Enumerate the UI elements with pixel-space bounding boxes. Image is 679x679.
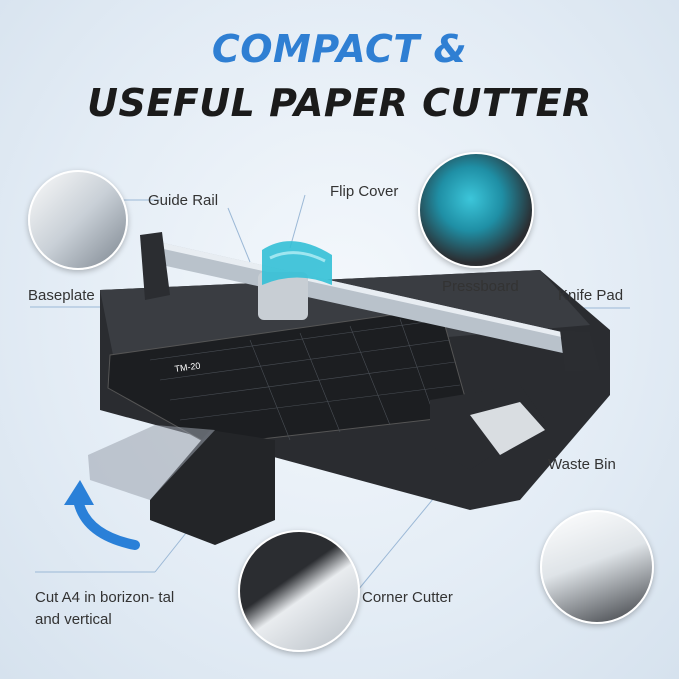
headline-line-2: USEFUL PAPER CUTTER: [87, 81, 592, 125]
detail-circle-waste-bin: [540, 510, 654, 624]
label-flip-cover: Flip Cover: [330, 183, 399, 200]
detail-circle-corner-cutter: [238, 530, 360, 652]
detail-circle-guide-rail: [28, 170, 128, 270]
label-baseplate: Baseplate: [28, 287, 95, 304]
curved-arrow-icon: [64, 480, 140, 550]
label-guide-rail: Guide Rail: [148, 192, 219, 209]
label-knife-pad: Knife Pad: [558, 287, 624, 304]
headline-line-1: COMPACT &: [211, 27, 468, 71]
label-corner-cutter: Corner Cutter: [362, 589, 453, 606]
label-waste-bin: Waste Bin: [548, 456, 616, 473]
flip-cover: [258, 241, 332, 320]
label-cut-a4: Cut A4 in borizon- tal and vertical: [35, 589, 175, 628]
guide-rail: [140, 232, 600, 372]
extension-arm: [88, 425, 275, 545]
board-marking: TM-20: [174, 360, 201, 374]
label-pressboard: Pressboard: [442, 278, 519, 295]
corner-cutter-block: [430, 385, 545, 470]
detail-circle-flip-cover: [418, 152, 534, 268]
